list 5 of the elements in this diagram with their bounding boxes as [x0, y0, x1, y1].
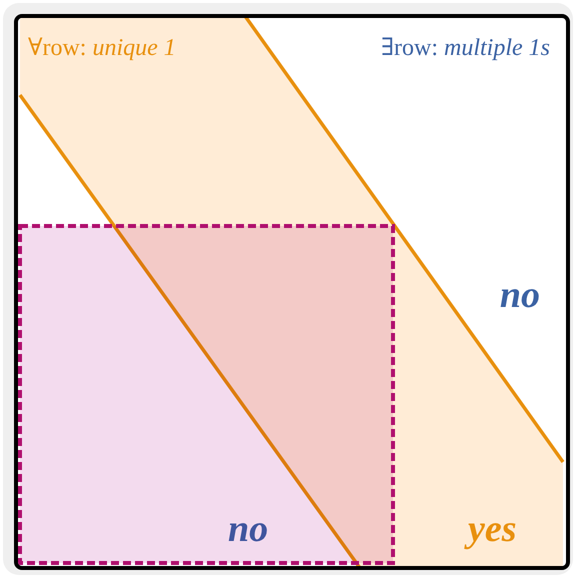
answer-label: no [228, 510, 268, 548]
header-label: ∃row: multiple 1s [380, 36, 550, 60]
band-label: ∀row: unique 1 [28, 36, 176, 60]
dashed-region [20, 226, 393, 563]
answer-label: no [500, 276, 540, 314]
